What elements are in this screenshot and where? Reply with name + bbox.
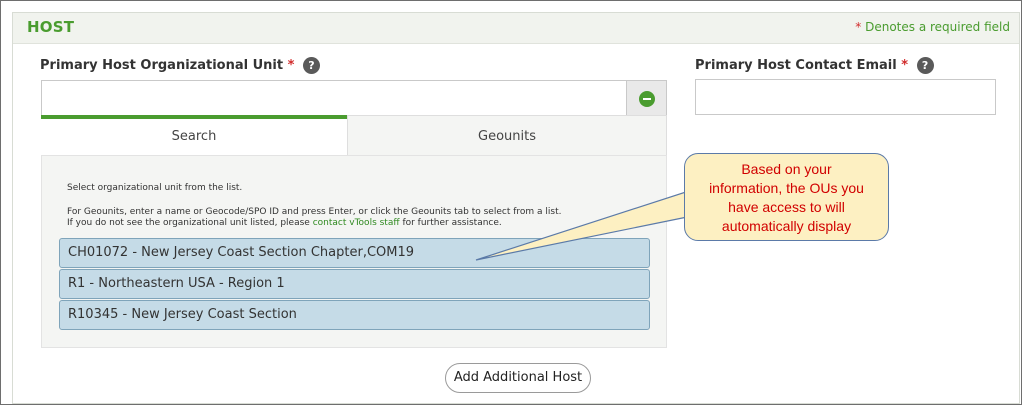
primary-ou-required-star: *	[287, 58, 295, 73]
callout-line: information, the OUs you	[709, 180, 864, 196]
contact-email-required-star: *	[901, 58, 909, 73]
ou-result-item[interactable]: CH01072 - New Jersey Coast Section Chapt…	[59, 238, 650, 268]
section-title: HOST	[27, 18, 75, 36]
add-additional-host-button[interactable]: Add Additional Host	[445, 363, 591, 393]
geounits-hint: For Geounits, enter a name or Geocode/SP…	[67, 207, 562, 217]
not-listed-suffix: for further assistance.	[402, 218, 502, 228]
required-star: *	[855, 20, 862, 34]
callout-line: Based on your	[741, 161, 832, 177]
primary-ou-label-text: Primary Host Organizational Unit	[40, 58, 284, 73]
primary-ou-label: Primary Host Organizational Unit * ?	[40, 57, 320, 74]
contact-email-help-icon[interactable]: ?	[916, 57, 934, 74]
search-instruction: Select organizational unit from the list…	[67, 183, 243, 193]
required-note-text: Denotes a required field	[865, 20, 1010, 34]
not-listed-prefix: If you do not see the organizational uni…	[67, 218, 310, 228]
minus-circle-icon	[639, 91, 655, 107]
section-header	[13, 13, 1019, 44]
remove-ou-button[interactable]	[626, 80, 667, 116]
ou-result-item[interactable]: R1 - Northeastern USA - Region 1	[59, 269, 650, 299]
tab-search[interactable]: Search	[41, 115, 347, 155]
primary-ou-input[interactable]	[41, 80, 627, 116]
required-field-note: * Denotes a required field	[855, 20, 1010, 34]
contact-email-input[interactable]	[695, 79, 996, 115]
primary-ou-help-icon[interactable]: ?	[302, 57, 320, 74]
contact-email-label: Primary Host Contact Email * ?	[695, 57, 934, 74]
annotation-callout: Based on your information, the OUs you h…	[684, 153, 889, 241]
ou-result-item[interactable]: R10345 - New Jersey Coast Section	[59, 300, 650, 330]
contact-staff-link[interactable]: contact vTools staff	[312, 218, 400, 228]
callout-line: have access to will	[728, 199, 845, 215]
callout-line: automatically display	[721, 218, 852, 234]
tab-geounits[interactable]: Geounits	[347, 115, 667, 155]
not-listed-note: If you do not see the organizational uni…	[67, 218, 502, 228]
contact-email-label-text: Primary Host Contact Email	[695, 58, 897, 73]
